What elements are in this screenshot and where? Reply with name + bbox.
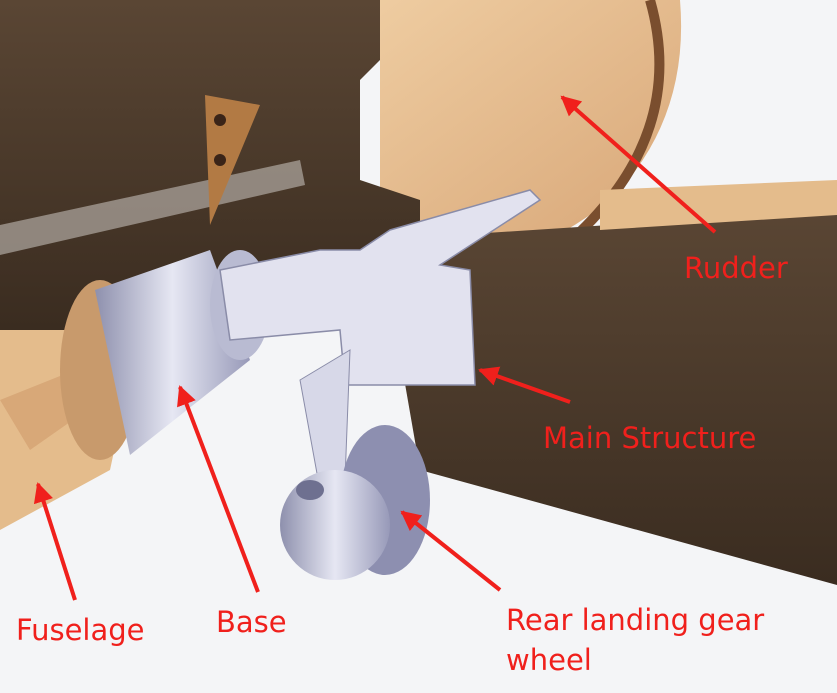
wheel-label-line2: wheel [506,643,592,677]
rudder-arrow [560,95,717,234]
fuselage-arrow [33,482,77,601]
wheel-arrow [400,510,502,592]
rudder-label: Rudder [684,251,788,285]
side-panel [380,210,837,585]
base-arrow [177,385,260,593]
fuselage-label: Fuselage [16,613,145,647]
main-structure-label: Main Structure [543,421,757,455]
rudder-part [330,0,682,260]
wheel-label-line1: Rear landing gear [506,603,765,637]
base-label: Base [216,605,287,639]
main-structure-arrow [478,366,571,404]
rear-wheel-part [280,470,390,580]
main-structure-part [219,189,542,386]
